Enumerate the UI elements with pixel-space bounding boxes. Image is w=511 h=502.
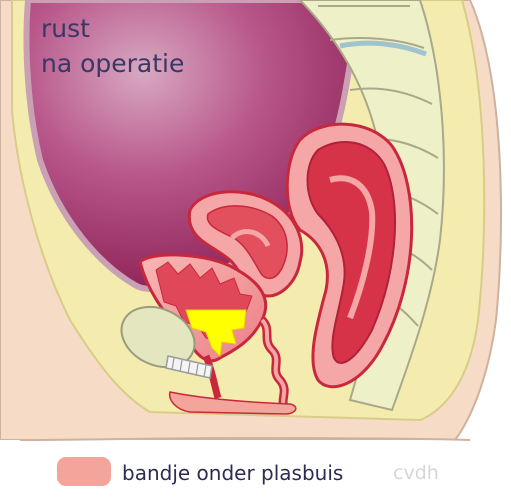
title-line-1: rust xyxy=(41,14,90,43)
legend-label: bandje onder plasbuis xyxy=(122,461,343,485)
credit-text: cvdh xyxy=(393,462,439,484)
title-line-2: na operatie xyxy=(41,49,184,78)
legend-swatch xyxy=(57,457,111,486)
